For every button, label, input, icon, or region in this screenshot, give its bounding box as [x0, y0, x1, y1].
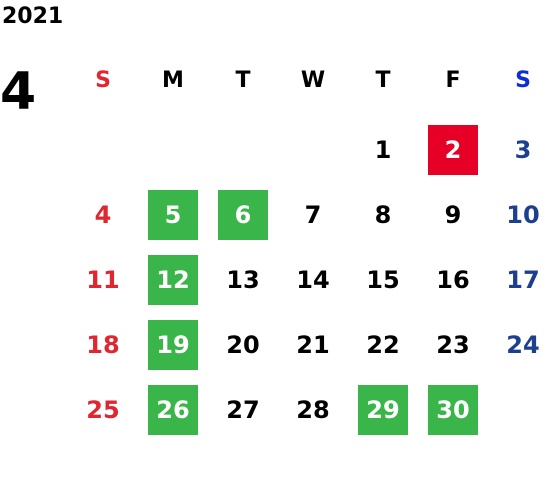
day-cell-4[interactable]: 4: [94, 201, 112, 229]
weekday-mon: M: [162, 68, 184, 93]
day-cell-8[interactable]: 8: [374, 201, 392, 229]
day-cell-6[interactable]: 6: [218, 190, 268, 240]
day-cell-30[interactable]: 30: [428, 385, 478, 435]
day-cell-10[interactable]: 10: [506, 201, 540, 229]
day-cell-3[interactable]: 3: [514, 136, 532, 164]
day-cell-13[interactable]: 13: [226, 266, 260, 294]
day-cell-21[interactable]: 21: [296, 331, 330, 359]
day-cell-2[interactable]: 2: [428, 125, 478, 175]
day-cell-28[interactable]: 28: [296, 396, 330, 424]
day-cell-12[interactable]: 12: [148, 255, 198, 305]
day-cell-29[interactable]: 29: [358, 385, 408, 435]
weekday-thu: T: [375, 68, 391, 93]
weekday-sat: S: [515, 68, 531, 93]
day-cell-11[interactable]: 11: [86, 266, 120, 294]
weekday-tue: T: [235, 68, 251, 93]
weekday-fri: F: [445, 68, 461, 93]
day-cell-1[interactable]: 1: [374, 136, 392, 164]
day-cell-26[interactable]: 26: [148, 385, 198, 435]
day-cell-9[interactable]: 9: [444, 201, 462, 229]
day-cell-17[interactable]: 17: [506, 266, 540, 294]
day-cell-14[interactable]: 14: [296, 266, 330, 294]
day-cell-24[interactable]: 24: [506, 331, 540, 359]
weekday-wed: W: [300, 68, 326, 93]
weekday-sun: S: [95, 68, 111, 93]
day-cell-23[interactable]: 23: [436, 331, 470, 359]
day-cell-5[interactable]: 5: [148, 190, 198, 240]
day-cell-7[interactable]: 7: [304, 201, 322, 229]
day-cell-19[interactable]: 19: [148, 320, 198, 370]
day-cell-25[interactable]: 25: [86, 396, 120, 424]
day-cell-16[interactable]: 16: [436, 266, 470, 294]
day-cell-18[interactable]: 18: [86, 331, 120, 359]
month-number: 4: [0, 62, 37, 122]
day-cell-15[interactable]: 15: [366, 266, 400, 294]
day-cell-27[interactable]: 27: [226, 396, 260, 424]
day-cell-20[interactable]: 20: [226, 331, 260, 359]
year-label: 2021: [2, 4, 64, 29]
day-cell-22[interactable]: 22: [366, 331, 400, 359]
